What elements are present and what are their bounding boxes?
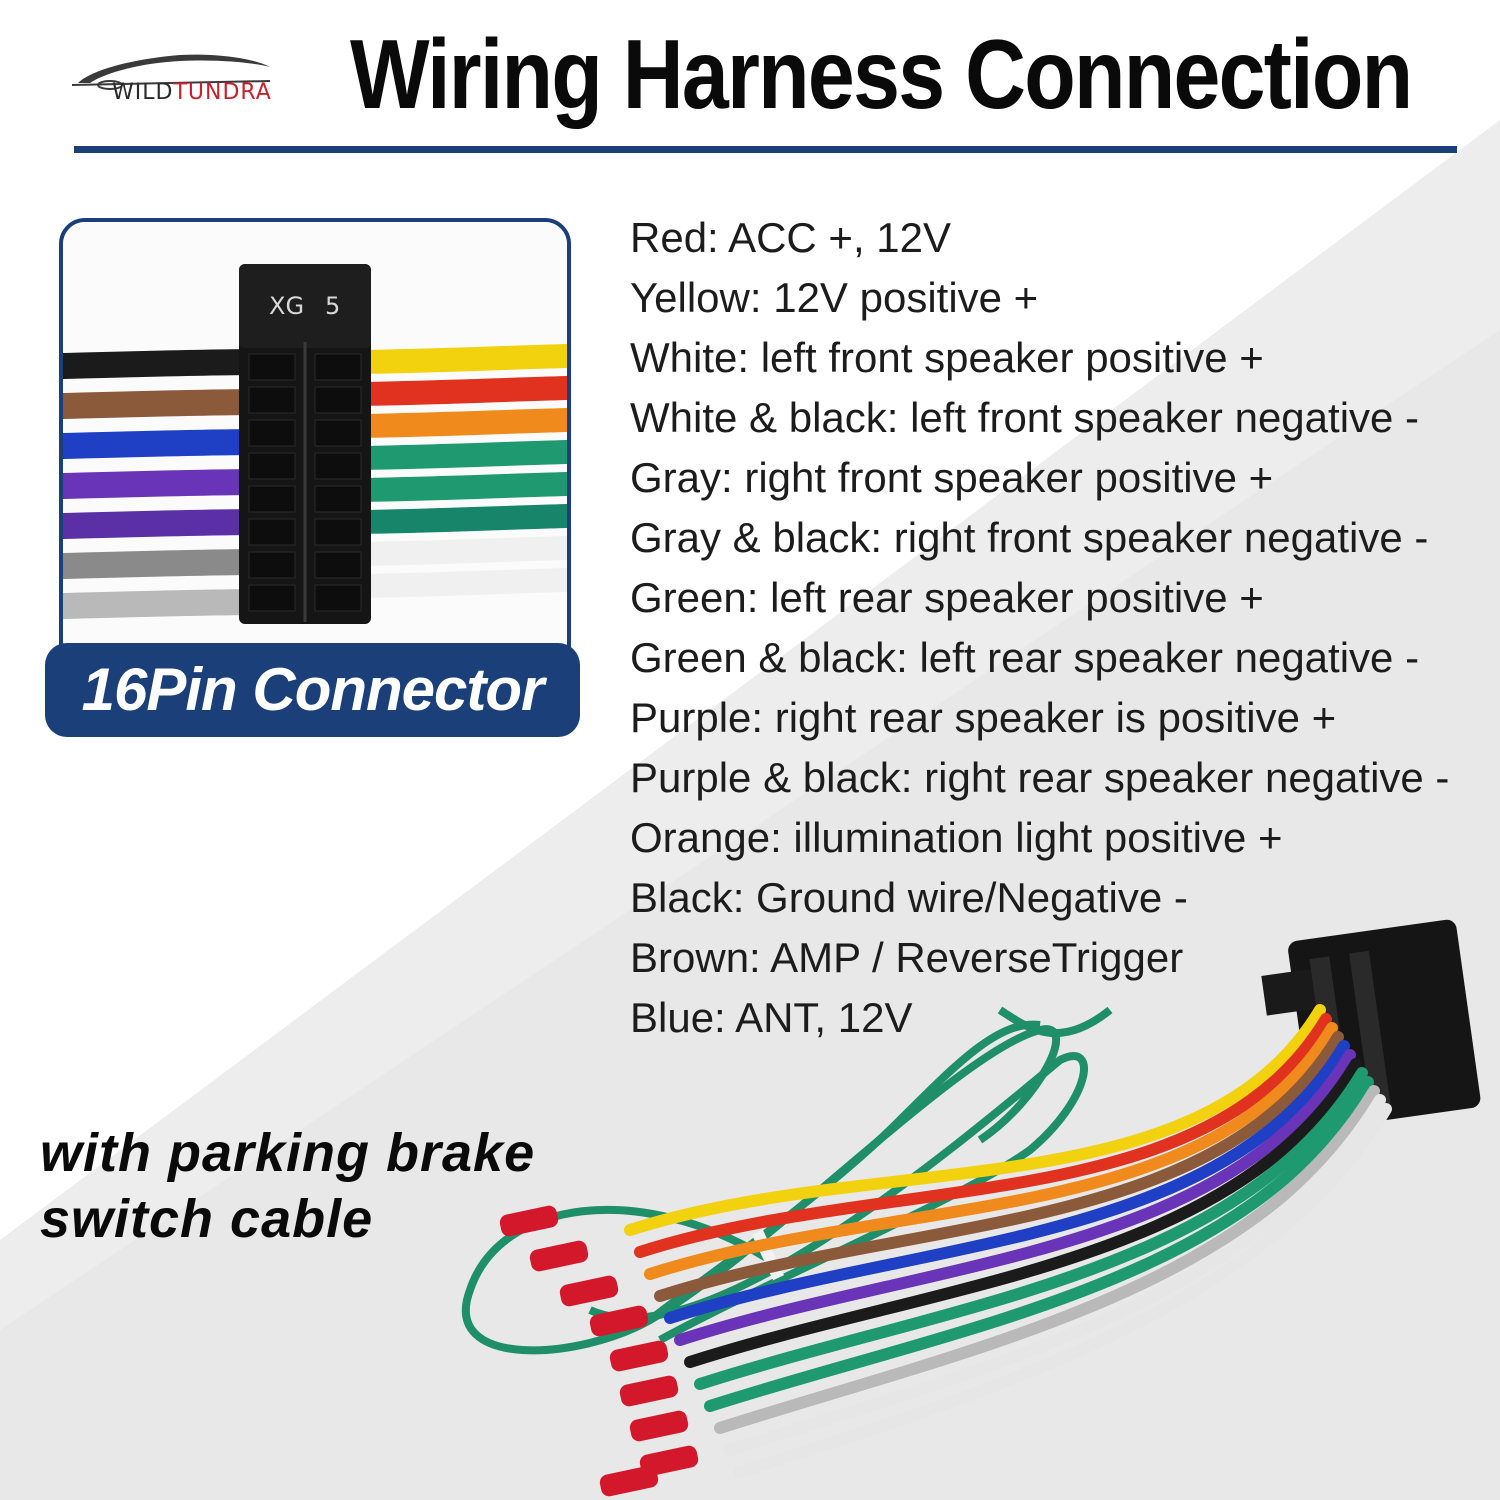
pin-description-item: Green & black: left rear speaker negativ… xyxy=(630,634,1420,681)
bundle-wire-purple xyxy=(674,1049,1356,1346)
housing-slot xyxy=(314,419,362,447)
left-wires xyxy=(63,349,276,619)
housing-slot xyxy=(248,485,296,513)
parking-brake-note: with parking brake switch cable xyxy=(40,1120,600,1252)
housing-slot xyxy=(248,452,296,480)
pin-description-item: Red: ACC +, 12V xyxy=(630,214,952,261)
wire-right-white-black xyxy=(331,568,567,598)
housing-slot xyxy=(314,452,362,480)
terminal-cap xyxy=(619,1375,679,1407)
pin-description-item: Purple & black: right rear speaker negat… xyxy=(630,754,1450,801)
wire-left-purple xyxy=(63,469,276,499)
housing-slot xyxy=(248,584,296,612)
wire-left-black xyxy=(63,349,276,379)
housing-slot xyxy=(314,584,362,612)
housing-slot xyxy=(248,518,296,546)
pin-description-item: Gray: right front speaker positive + xyxy=(630,454,1274,501)
bundle-wire-white xyxy=(734,1103,1392,1478)
wire-right-orange xyxy=(331,408,567,438)
title-divider xyxy=(74,146,1457,153)
wire-right-white xyxy=(331,536,567,566)
connector-photo-card: XG 5 xyxy=(59,218,571,694)
parking-note-line-1: with parking brake xyxy=(40,1123,536,1183)
pin-description-item: Yellow: 12V positive + xyxy=(630,274,1039,321)
car-silhouette-icon xyxy=(71,54,271,90)
pin-description-item: Green: left rear speaker positive + xyxy=(630,574,1264,621)
terminal-cap xyxy=(589,1305,649,1337)
housing-slot xyxy=(314,353,362,381)
logo-wordmark: WILDTUNDRA xyxy=(112,80,272,105)
wire-left-gray-black xyxy=(63,549,276,579)
pin-description-item: Orange: illumination light positive + xyxy=(630,814,1283,861)
pin-description-item: Purple: right rear speaker is positive + xyxy=(630,694,1337,741)
terminal-cap xyxy=(529,1240,589,1272)
housing-slot xyxy=(314,386,362,414)
parking-note-line-2: switch cable xyxy=(40,1189,374,1249)
connector-label: 16Pin Connector xyxy=(45,643,580,737)
housing-marking-5: 5 xyxy=(325,292,340,320)
bundle-wire-red xyxy=(634,1013,1332,1258)
terminal-cap xyxy=(499,1205,559,1237)
harness-illustration xyxy=(461,919,1481,1497)
wire-left-purple-black xyxy=(63,509,276,539)
pin-description-list: Red: ACC +, 12V Yellow: 12V positive + Whi… xyxy=(630,208,1490,1048)
wire-left-brown xyxy=(63,389,276,419)
bundle-wire-brown xyxy=(654,1031,1344,1302)
pin-description-item: Blue: ANT, 12V xyxy=(630,994,913,1041)
bundle-wire-orange xyxy=(644,1022,1338,1280)
housing-slots xyxy=(248,353,362,612)
pin-description-item: White & black: left front speaker negati… xyxy=(630,394,1420,441)
pin-description-item: Black: Ground wire/Negative - xyxy=(630,874,1188,921)
housing-slot xyxy=(314,485,362,513)
terminal-cap xyxy=(609,1340,669,1372)
terminal-cap xyxy=(559,1275,619,1307)
wire-left-gray xyxy=(63,589,276,619)
housing-slot xyxy=(314,551,362,579)
pin-description-item: White: left front speaker positive + xyxy=(630,334,1264,381)
housing-slot xyxy=(248,353,296,381)
pin-description-item: Gray & black: right front speaker negati… xyxy=(630,514,1429,561)
bundle-wire-black xyxy=(684,1058,1362,1368)
housing-slot xyxy=(248,419,296,447)
housing-marking-xg: XG xyxy=(269,292,304,320)
housing-slot xyxy=(314,518,362,546)
pin-description-item: Brown: AMP / ReverseTrigger xyxy=(630,934,1184,981)
terminal-cap xyxy=(599,1465,659,1497)
wildtundra-logo: WILDTUNDRA xyxy=(70,45,310,115)
wire-right-green xyxy=(331,472,567,502)
wire-right-red xyxy=(331,376,567,406)
bundle-wire-white xyxy=(724,1094,1386,1456)
bundle-wire-blue xyxy=(664,1040,1350,1324)
wire-right-green xyxy=(331,440,567,470)
terminal-caps xyxy=(499,1205,699,1497)
housing-slot xyxy=(248,551,296,579)
housing-slot xyxy=(248,386,296,414)
wire-right-green-black xyxy=(331,504,567,534)
bundle-wire-gray xyxy=(714,1085,1380,1434)
wire-right-yellow xyxy=(331,344,567,374)
wire-left-blue xyxy=(63,429,276,459)
bundle-wire-green xyxy=(694,1067,1368,1390)
bundle-wire-green xyxy=(704,1076,1374,1412)
bundle-wire-yellow xyxy=(624,1004,1326,1236)
bundle-wires xyxy=(624,1004,1392,1478)
connector-illustration: XG 5 xyxy=(63,222,567,690)
page-title: Wiring Harness Connection xyxy=(350,19,1413,129)
terminal-cap xyxy=(629,1410,689,1442)
